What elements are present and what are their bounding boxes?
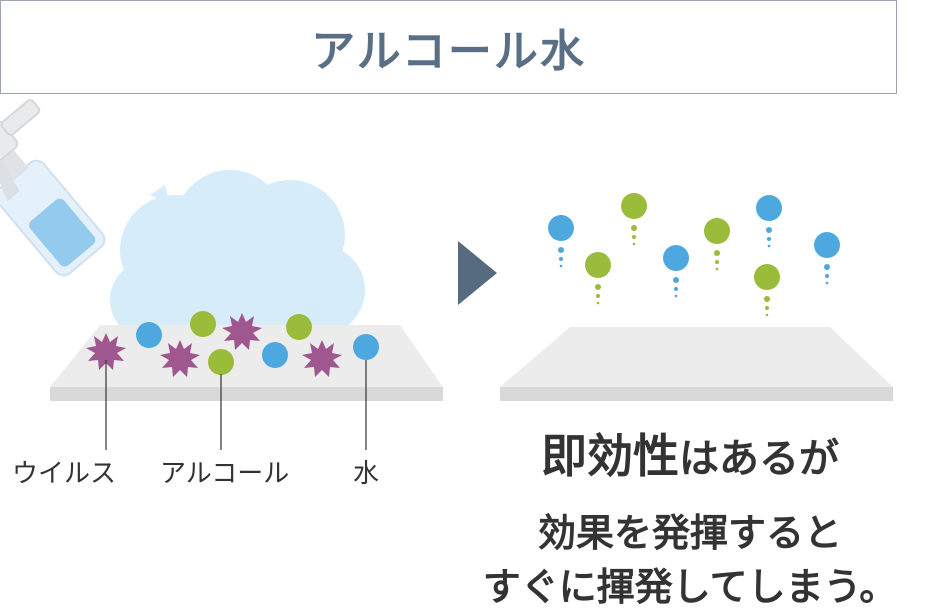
right-surface [500,327,893,401]
caption-highlight-text: 即効性 [541,429,679,483]
evaporating-alcohol-drops [585,193,780,317]
title-box: アルコール水 [0,0,897,94]
water-drop-icon [136,322,379,368]
label-leader-lines [105,360,367,450]
caption-line-1-rest: はあるが [679,436,839,482]
evaporating-water-drops [548,195,840,298]
label-water: 水 [353,459,380,489]
label-virus: ウイルス [12,459,117,489]
alcohol-drop-icon [190,311,312,375]
caption-highlight: 即効性 [541,420,679,486]
caption-line-3: すぐに揮発してしまう。 [482,565,898,609]
caption-line-2: 効果を発揮すると [537,511,842,555]
arrow-right-icon [458,241,497,305]
virus-icon [86,313,342,377]
label-alcohol: アルコール [160,459,290,489]
spray-bottle-icon [0,99,106,277]
page-title: アルコール水 [311,26,586,77]
caption-line-1: 即効性 はあるが [480,420,900,486]
